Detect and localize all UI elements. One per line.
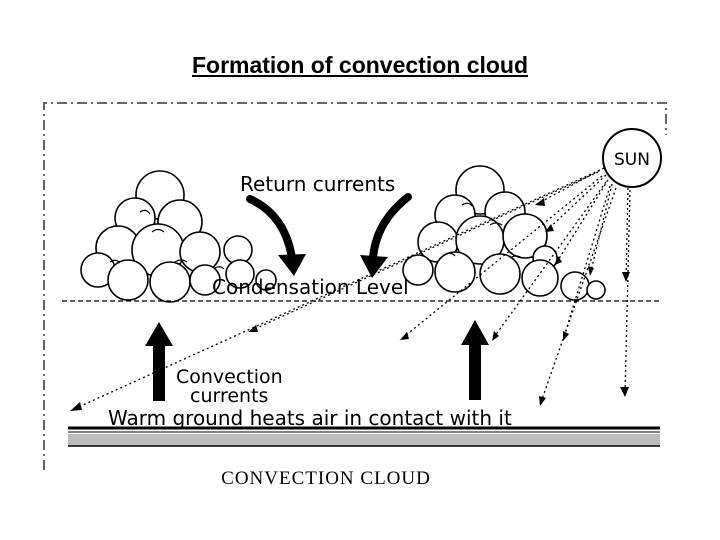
ground-label: Warm ground heats air in contact with it [108,406,512,430]
diagram-caption: CONVECTION CLOUD [221,468,431,489]
cloud-icon [402,165,606,301]
sun-label: SUN [614,150,650,170]
arrow-up-icon [145,322,173,401]
arrow-down-icon [246,195,306,276]
slide-title: Formation of convection cloud [191,52,529,78]
ray-arrowheads [70,198,630,411]
sun-icon [602,128,662,188]
sun-rays [71,167,631,411]
ground [68,426,660,447]
diagram-frame [43,102,667,470]
return-currents-label: Return currents [240,172,395,196]
convection-currents-label: currents [190,385,268,407]
arrow-up-icon [461,320,489,400]
convection-currents-label: Convection [176,366,283,388]
arrow-down-icon [360,193,412,278]
condensation-level-label: Condensation Level [212,275,409,299]
cloud-icon [80,170,277,303]
